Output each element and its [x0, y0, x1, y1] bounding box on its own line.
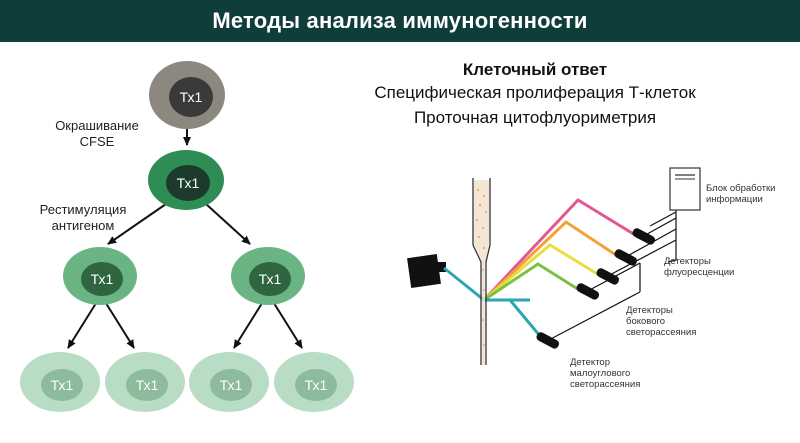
cell-label: Тх1: [177, 175, 200, 191]
label-staining-line2: CFSE: [79, 134, 115, 149]
label-forward-line2: малоуглового: [570, 368, 631, 379]
label-fluorescence-detectors: Детекторы флуоресценции: [664, 256, 734, 278]
arrow-gen2-d: [271, 299, 303, 349]
cell-gen0: Тх1: [149, 61, 225, 129]
label-side-line3: светорассеяния: [626, 327, 697, 338]
label-staining: Окрашивание CFSE: [42, 118, 152, 150]
cell-gen1: Тх1: [148, 150, 224, 210]
cell-label: Тх1: [220, 377, 243, 393]
page-title: Методы анализа иммуногенности: [212, 8, 588, 33]
beam-pink: [482, 198, 641, 302]
right-heading-line1: Специфическая пролиферация Т-клеток: [374, 83, 696, 102]
arrow-gen2-c: [233, 299, 265, 349]
right-heading-title: Клеточный ответ: [462, 60, 608, 79]
flow-capillary: [472, 178, 491, 365]
cell-gen3-4: Тх1: [274, 352, 354, 412]
cell-gen3-2: Тх1: [105, 352, 185, 412]
processing-unit-icon: [669, 167, 701, 211]
label-staining-line1: Окрашивание: [55, 118, 139, 133]
label-restim-line2: антигеном: [51, 218, 115, 233]
cell-gen2-left: Тх1: [63, 247, 137, 305]
side-scatter-detector: [576, 283, 600, 300]
label-processing-unit: Блок обработки информации: [706, 183, 775, 205]
cell-label: Тх1: [305, 377, 328, 393]
arrow-restim-left: [107, 203, 167, 245]
label-fluor-line2: флуоресценции: [664, 267, 735, 278]
label-side-line1: Детекторы: [626, 305, 673, 316]
laser-source: [407, 254, 446, 288]
label-processing-line2: информации: [706, 194, 763, 205]
label-restim-line1: Рестимуляция: [39, 202, 127, 217]
beam-forward-cyan: [484, 298, 547, 343]
arrow-gen2-a: [67, 299, 99, 349]
label-forward-scatter: Детектор малоуглового светорассеяния: [570, 357, 640, 390]
arrow-gen2-b: [103, 299, 135, 349]
cell-gen3-3: Тх1: [189, 352, 269, 412]
cell-gen2-right: Тх1: [231, 247, 305, 305]
label-side-line2: бокового: [626, 316, 666, 327]
cell-gen3-1: Тх1: [20, 352, 100, 412]
beam-green: [483, 262, 585, 302]
label-restimulation: Рестимуляция антигеном: [18, 202, 148, 234]
fluorescence-detectors: [596, 228, 656, 285]
label-forward-line1: Детектор: [570, 357, 611, 368]
label-processing-line1: Блок обработки: [706, 183, 776, 194]
label-forward-line3: светорассеяния: [570, 379, 641, 390]
label-side-scatter: Детекторы бокового светорассеяния: [626, 305, 696, 338]
beam-yellow: [483, 243, 605, 302]
cell-label: Тх1: [259, 271, 282, 287]
forward-scatter-detector: [536, 332, 560, 349]
flow-cytometer: [407, 167, 701, 365]
right-heading-line2: Проточная цитофлуориметрия: [413, 108, 657, 127]
cell-label: Тх1: [91, 271, 114, 287]
proliferation-tree: Тх1 Тх1 Тх1 Тх1 Тх1 Тх1: [20, 61, 354, 412]
cell-label: Тх1: [136, 377, 159, 393]
beam-orange: [482, 220, 623, 302]
label-fluor-line1: Детекторы: [664, 256, 711, 267]
arrow-restim-right: [205, 203, 251, 245]
title-bar: Методы анализа иммуногенности: [0, 0, 800, 42]
cell-label: Тх1: [51, 377, 74, 393]
cell-label: Тх1: [180, 89, 203, 105]
